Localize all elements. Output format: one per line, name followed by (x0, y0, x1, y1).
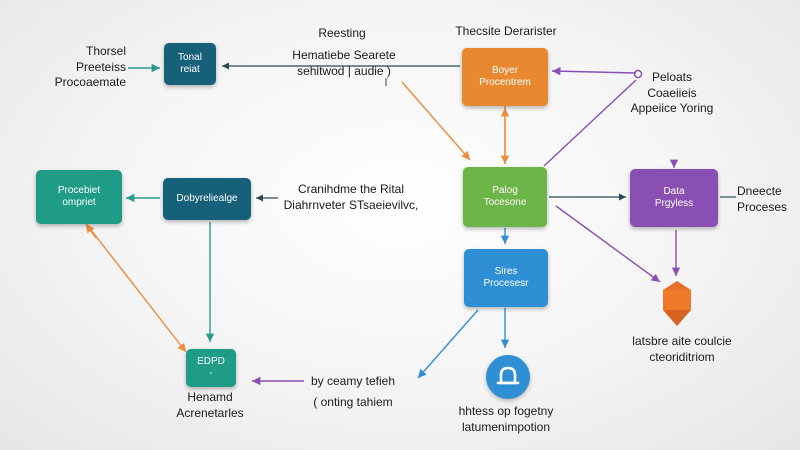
node-top-left-line2: reiat (180, 64, 200, 75)
connector-left-to-bottom (87, 225, 187, 353)
node-right-line1: Data (663, 185, 685, 197)
label-bottom-mid-left: by ceamy tefieh ( onting tahiem (310, 374, 396, 409)
node-bottom-left[interactable]: EDPD - (186, 349, 236, 387)
node-center-line1: Palog (492, 184, 518, 196)
bell-alert-icon (496, 366, 520, 385)
connector-diagonal-top (401, 81, 471, 161)
node-top-left[interactable]: Tonal reiat (164, 43, 216, 85)
node-right-line2: Prgyless (654, 198, 694, 209)
node-left-mid[interactable]: Dobyreliealge (163, 178, 251, 220)
label-bottom-right: latsbre aite coulcie cteoriditriom (632, 334, 732, 364)
label-top-left: Thorsel Preeteiss Procoaemate (54, 44, 126, 90)
connector-green-to-marker (555, 205, 661, 283)
label-top-mid-title: Reesting (318, 26, 366, 40)
connector-dot (633, 69, 643, 79)
node-blue[interactable]: Sires Procesesr (464, 249, 548, 307)
node-right[interactable]: Data Prgyless (630, 169, 718, 227)
node-bottom-left-line1: EDPD (197, 355, 225, 367)
label-right-mid: Dneecte Proceses (737, 184, 788, 214)
label-right-top: Peloats Coaeiieis Appeiice Yoring (630, 70, 714, 116)
connector-purple-diagonal (543, 79, 637, 167)
node-bottom-left-line2: - (209, 368, 213, 379)
node-top-left-line1: Tonal (178, 51, 202, 63)
node-blue-line2: Procesesr (483, 278, 529, 289)
alert-circle[interactable] (486, 355, 530, 399)
label-bottom-left: Henamd Acrenetarles (176, 390, 244, 420)
arrow-down-marker-icon (663, 281, 691, 326)
node-blue-line1: Sires (494, 265, 518, 277)
node-top-right-line1: Boyer (491, 64, 519, 76)
node-left-line2: ompriet (62, 197, 96, 208)
node-top-right-line2: Procentrem (479, 77, 531, 88)
node-center-line2: Tocesone (483, 197, 527, 208)
node-left-mid-line1: Dobyreliealge (176, 192, 238, 204)
label-mid-center: Cranihdme the Rital Diahrnveter STsaeiev… (283, 182, 419, 212)
node-center[interactable]: Palog Tocesone (463, 167, 547, 227)
label-top-mid: Hematiebe Searete sehitwod | audie ) (292, 48, 396, 78)
label-top-right-title: Thecsite Derarister (455, 24, 557, 38)
connector-blue-to-bottom (417, 309, 479, 379)
connector-left-start-arrow (85, 223, 97, 239)
connector-right-to-orange (551, 67, 637, 76)
node-left-line1: Procebiet (57, 184, 101, 196)
label-bottom-center: hhtess op fogetny latumenimpotion (458, 404, 554, 434)
node-top-right[interactable]: Boyer Procentrem (462, 48, 548, 106)
node-left[interactable]: Procebiet ompriet (36, 170, 122, 224)
